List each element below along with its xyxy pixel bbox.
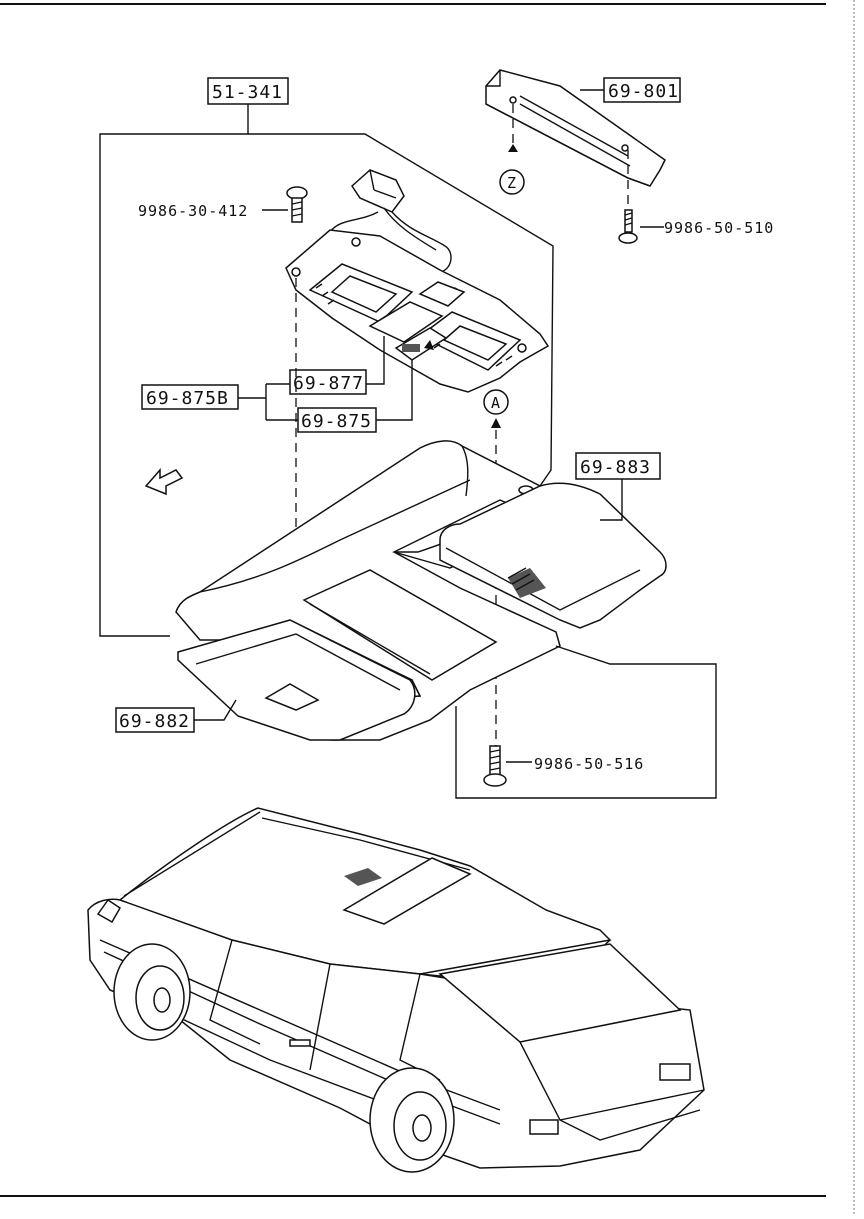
view-z-callout[interactable]: Z: [499, 169, 525, 195]
bottom-screw-outline: [455, 645, 717, 799]
view-a-callout[interactable]: A: [483, 389, 509, 415]
label-screw-bracket-text: 9986-50-510: [664, 219, 774, 237]
label-bracket-text: 69-801: [608, 81, 679, 102]
label-screw-top-left[interactable]: 9986-30-412: [138, 202, 288, 220]
screw-bottom-icon: [483, 745, 507, 787]
label-console-right-text: 69-883: [580, 457, 651, 478]
label-lamp-lower-text: 69-875: [301, 411, 372, 432]
label-main-assembly[interactable]: 51-341: [207, 77, 289, 105]
label-lamp-lower[interactable]: 69-875: [297, 360, 413, 433]
label-lamp-upper[interactable]: 69-877: [289, 336, 385, 395]
label-lamp-upper-text: 69-877: [293, 373, 364, 394]
view-z-text: Z: [507, 174, 517, 192]
car-illustration: [87, 807, 705, 1173]
main-assembly-outline: [99, 104, 554, 637]
label-console-left-text: 69-882: [119, 711, 190, 732]
label-console-right[interactable]: 69-883: [575, 452, 661, 521]
label-main-assembly-text: 51-341: [212, 82, 283, 103]
front-direction-arrow-icon: [144, 468, 184, 496]
overhead-console-trim: [175, 440, 561, 741]
label-screw-bottom[interactable]: 9986-50-516: [506, 755, 644, 773]
label-lamp-group[interactable]: 69-875B: [141, 383, 298, 421]
screw-bracket-icon: [618, 209, 638, 244]
label-screw-bracket[interactable]: 9986-50-510: [640, 219, 774, 237]
label-lamp-group-text: 69-875B: [146, 388, 229, 409]
screw-top-left-icon: [286, 186, 308, 223]
console-pad-left: [177, 619, 416, 741]
view-a-text: A: [491, 394, 501, 412]
label-bracket[interactable]: 69-801: [580, 77, 681, 103]
label-screw-bottom-text: 9986-50-516: [534, 755, 644, 773]
bracket-part: [485, 69, 666, 187]
label-console-left[interactable]: 69-882: [115, 699, 237, 733]
label-screw-top-left-text: 9986-30-412: [138, 202, 248, 220]
map-lamp-housing: [285, 169, 550, 393]
